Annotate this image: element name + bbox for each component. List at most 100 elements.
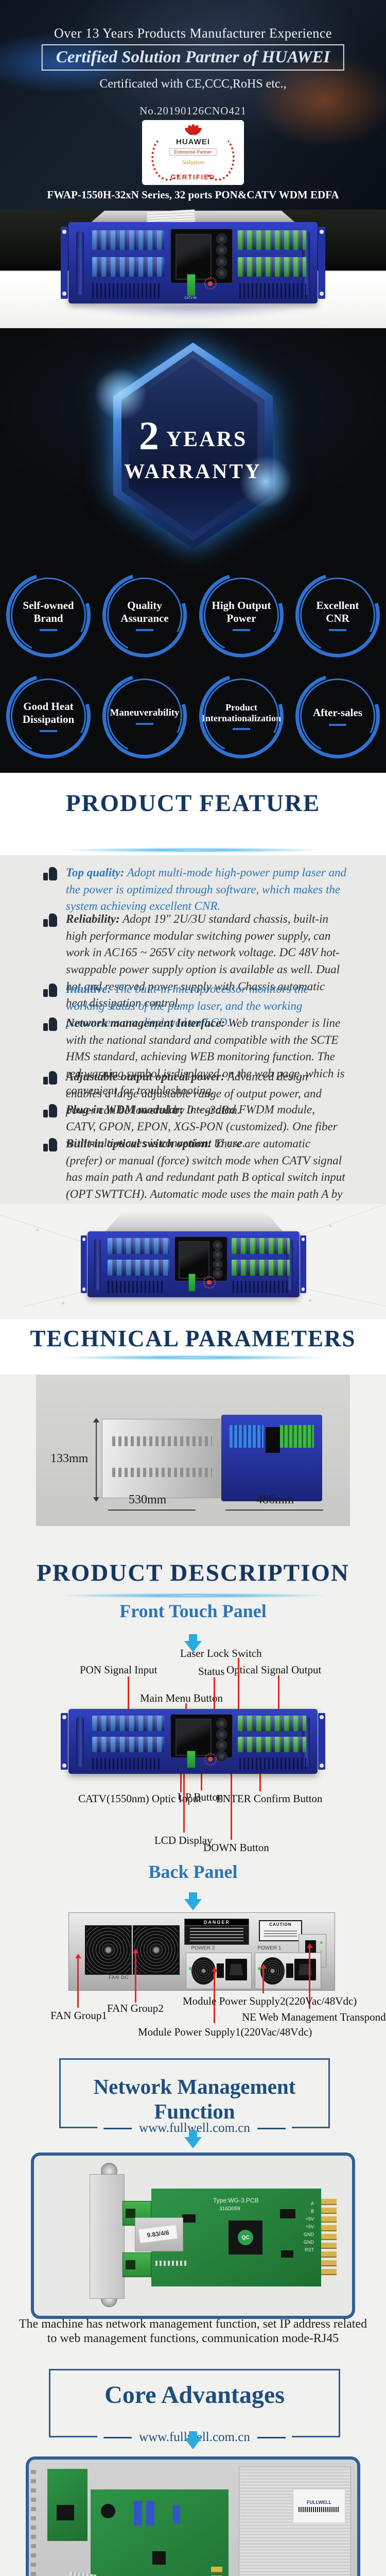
red-arrow <box>183 1750 185 1833</box>
edfa-back-panel: FAN DC DANGER CAUTION RJ45 POWER 2 POWER… <box>68 1912 335 1991</box>
rack-ear <box>318 227 325 299</box>
badge-brand: HUAWEI <box>176 138 210 146</box>
main-pcb <box>91 2489 229 2576</box>
warranty-number: 2 <box>138 413 159 458</box>
edge-connector <box>321 2199 337 2276</box>
display-bezel <box>170 228 233 283</box>
badge-maneuverability: Maneuverability <box>102 674 187 758</box>
front-panel-subtitle: Front Touch Panel <box>119 1601 267 1621</box>
nms-caption-2: to web management functions, communicati… <box>47 2332 339 2345</box>
certifications-line: Certificated with CE,CCC,RoHS etc., <box>99 77 287 91</box>
nms-caption-1: The machine has network management funct… <box>19 2317 367 2331</box>
down-arrow-icon <box>184 2130 202 2148</box>
huawei-mini-badge-icon <box>204 277 217 290</box>
warranty-diamond: 2 YEARS WARRANTY <box>90 343 296 549</box>
module-bracket <box>90 2174 125 2299</box>
label-up-button: UP Button <box>178 1791 223 1803</box>
laurel-right-icon <box>201 134 235 181</box>
red-arrow <box>309 1948 310 2009</box>
red-arrow <box>180 1771 182 1792</box>
white-band <box>0 1319 386 1375</box>
warranty-word: WARRANTY <box>124 460 262 483</box>
qc-sticker: QC <box>238 2230 253 2245</box>
description-heading: PRODUCT DESCRIPTION <box>37 1560 349 1586</box>
product-title: FWAP-1550H-32xN Series, 32 ports PON&CAT… <box>47 189 339 201</box>
huawei-certified-badge: HUAWEI Enterprise Partner Solution CERTI… <box>142 120 244 185</box>
huawei-partner-box: Certified Solution Partner of HUAWEI <box>41 44 345 71</box>
label-laser-lock: Laser Lock Switch <box>180 1647 262 1659</box>
output-ports-green <box>238 230 307 250</box>
badge-after-sales: After-sales <box>295 674 380 758</box>
feature-item: Reliability: Adopt 19" 2U/3U standard ch… <box>66 912 340 1010</box>
badge-internationalization: Product Internationalization <box>199 674 284 758</box>
red-arrow <box>214 1972 215 2023</box>
lcd-screen <box>175 234 212 280</box>
power1-label: POWER 1 <box>257 1945 282 1951</box>
thumb-up-icon <box>43 1071 59 1086</box>
danger-label: DANGER <box>184 1918 250 1945</box>
badge-heat-dissipation: Good Heat Dissipation <box>6 674 91 758</box>
feature-item: Intuitive: The built-in microprocessor m… <box>66 982 309 1029</box>
badge-excellent-cnr: Excellent CNR <box>295 573 380 657</box>
vent-grill <box>239 283 307 299</box>
dim-line-height <box>96 1421 97 1497</box>
thumb-up-icon <box>43 983 59 998</box>
label-fan1: FAN Group1 <box>50 2009 107 2022</box>
badge-partner: Enterprise Partner <box>169 148 217 156</box>
label-ps1: Module Power Supply1(220Vac/48Vdc) <box>138 2026 312 2038</box>
red-arrow <box>135 1953 136 2003</box>
feature-item: Network management Interface: Web transp… <box>66 1016 345 1097</box>
technical-heading: TECHNICAL PARAMETERS <box>30 1326 356 1351</box>
device-front-angled <box>221 1415 322 1501</box>
internals-photo: FULLWELL P/N:1550-08 <box>26 2456 360 2576</box>
badge-quality-assurance: Quality Assurance <box>102 573 187 657</box>
edfa-front-panel: CATV IN <box>61 222 325 303</box>
certificate-number: No.20190126CNO421 <box>139 105 247 117</box>
power2-label: POWER 2 <box>191 1945 215 1951</box>
thumb-up-icon <box>43 1138 59 1153</box>
nms-pcb: Type:WG-3.PCB 316D059 QC <box>151 2189 321 2286</box>
badge-solution: Solution <box>182 158 204 166</box>
pon-ports-blue <box>92 230 165 250</box>
device-side-panel <box>102 1419 222 1498</box>
label-main-menu: Main Menu Button <box>140 1692 223 1704</box>
feature-item: Top quality: Adopt multi-mode high-power… <box>66 866 346 913</box>
feature-panel <box>0 855 386 1204</box>
dim-height: 133mm <box>50 1452 89 1465</box>
transponder-pcb <box>47 2469 87 2541</box>
badge-self-owned-brand: Self-owned Brand <box>6 573 91 657</box>
dim-width: 486mm <box>256 1493 294 1506</box>
label-status: Status <box>198 1665 225 1677</box>
device-reflection <box>77 306 309 319</box>
fan-grill <box>84 1925 132 1975</box>
pon-ports-blue <box>92 257 165 277</box>
label-ne-web: NE Web Management Transponder <box>242 2011 386 2023</box>
dim-line-width <box>225 1510 323 1511</box>
white-band <box>0 773 386 855</box>
laurel-left-icon <box>151 134 185 181</box>
thumb-up-icon <box>43 867 59 882</box>
dim-depth: 530mm <box>129 1493 167 1506</box>
handle <box>76 231 84 295</box>
down-arrow-icon <box>184 2431 202 2449</box>
thumb-up-icon <box>43 1104 59 1119</box>
fan-dc-label: FAN DC <box>109 1975 129 1980</box>
down-arrow-icon <box>184 1634 202 1652</box>
badge-certified: CERTIFIED <box>170 173 216 181</box>
vent-grill <box>92 283 160 299</box>
badge-high-output-power: High Output Power <box>199 573 284 657</box>
network-mgmt-box: Network Management Function www.fullwell… <box>59 2058 330 2136</box>
glow-divider <box>59 1355 327 1360</box>
fullwell-sticker: FULLWELL <box>293 2489 345 2523</box>
psu-module <box>255 1952 321 1989</box>
label-enter-button: ENTER Confirm Button <box>216 1792 323 1805</box>
feature-item: Plug-in WDM modular: Integrated FWDM mod… <box>66 1103 338 1150</box>
experience-line: Over 13 Years Products Manufacturer Expe… <box>54 26 332 41</box>
glow-divider <box>64 848 322 853</box>
dim-line-depth <box>108 1510 196 1511</box>
red-arrow <box>238 1658 239 1724</box>
device-top-angled <box>104 1213 284 1232</box>
red-arrow <box>77 1958 79 2008</box>
label-lcd: LCD Display <box>154 1834 213 1846</box>
